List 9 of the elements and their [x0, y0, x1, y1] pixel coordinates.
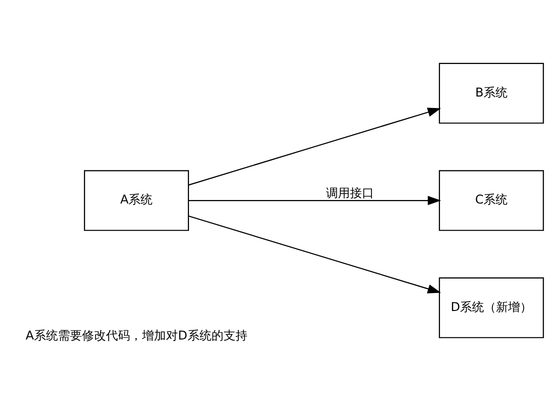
- arrow: [188, 196, 442, 206]
- label: A系统需要修改代码，增加对D系统的支持: [26, 328, 248, 343]
- node-box: C系统: [438, 170, 544, 231]
- arrow: [188, 215, 441, 294]
- node-box: A系统: [84, 170, 189, 231]
- edge-label: 调用接口: [326, 186, 374, 200]
- node-box: D系统（新增）: [438, 277, 544, 338]
- node-box: B系统: [438, 62, 544, 124]
- arrow: [188, 108, 441, 186]
